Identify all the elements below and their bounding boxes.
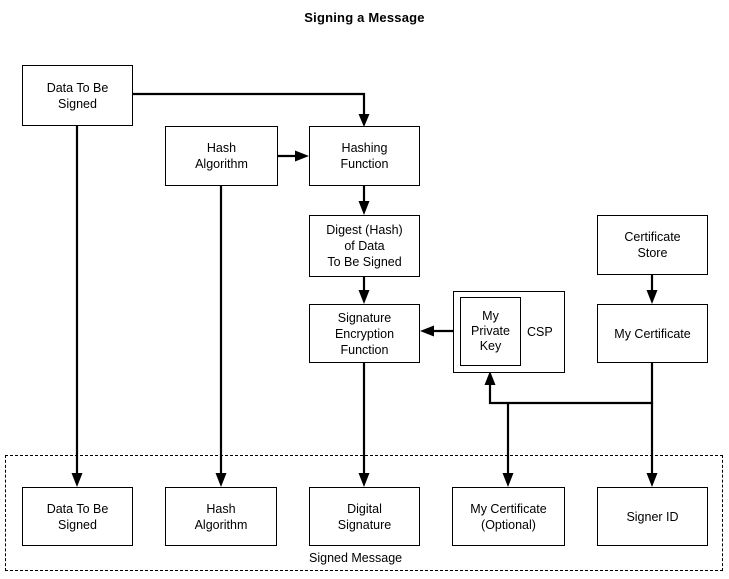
edge-hashing-function-to-digest bbox=[358, 186, 370, 215]
node-signature-encryption-function[interactable]: Signature Encryption Function bbox=[309, 304, 420, 363]
signed-message-group bbox=[5, 455, 723, 571]
edge-hash-algorithm-to-output bbox=[215, 186, 227, 487]
node-hashing-function[interactable]: Hashing Function bbox=[309, 126, 420, 186]
node-output-signer-id[interactable]: Signer ID bbox=[597, 487, 708, 546]
edge-data-to-hashing-function bbox=[133, 92, 370, 127]
node-output-my-certificate-optional[interactable]: My Certificate (Optional) bbox=[452, 487, 565, 546]
node-certificate-store[interactable]: Certificate Store bbox=[597, 215, 708, 275]
node-my-certificate[interactable]: My Certificate bbox=[597, 304, 708, 363]
page-title: Signing a Message bbox=[304, 10, 425, 25]
csp-label: CSP bbox=[527, 325, 553, 339]
edge-private-key-to-signature-encryption bbox=[420, 325, 453, 337]
edge-data-to-output-data bbox=[71, 126, 83, 487]
node-hash-algorithm-source[interactable]: Hash Algorithm bbox=[165, 126, 278, 186]
signed-message-group-label: Signed Message bbox=[309, 551, 403, 565]
node-data-to-be-signed-source[interactable]: Data To Be Signed bbox=[22, 65, 133, 126]
node-output-digital-signature[interactable]: Digital Signature bbox=[309, 487, 420, 546]
edge-digest-to-signature-encryption bbox=[358, 277, 370, 304]
edge-certificate-store-to-my-certificate bbox=[646, 275, 658, 304]
edge-hash-algorithm-to-hashing-function bbox=[278, 150, 309, 162]
node-output-data-to-be-signed[interactable]: Data To Be Signed bbox=[22, 487, 133, 546]
node-digest-of-data[interactable]: Digest (Hash) of Data To Be Signed bbox=[309, 215, 420, 277]
node-output-hash-algorithm[interactable]: Hash Algorithm bbox=[165, 487, 277, 546]
node-my-private-key[interactable]: My Private Key bbox=[460, 297, 521, 366]
